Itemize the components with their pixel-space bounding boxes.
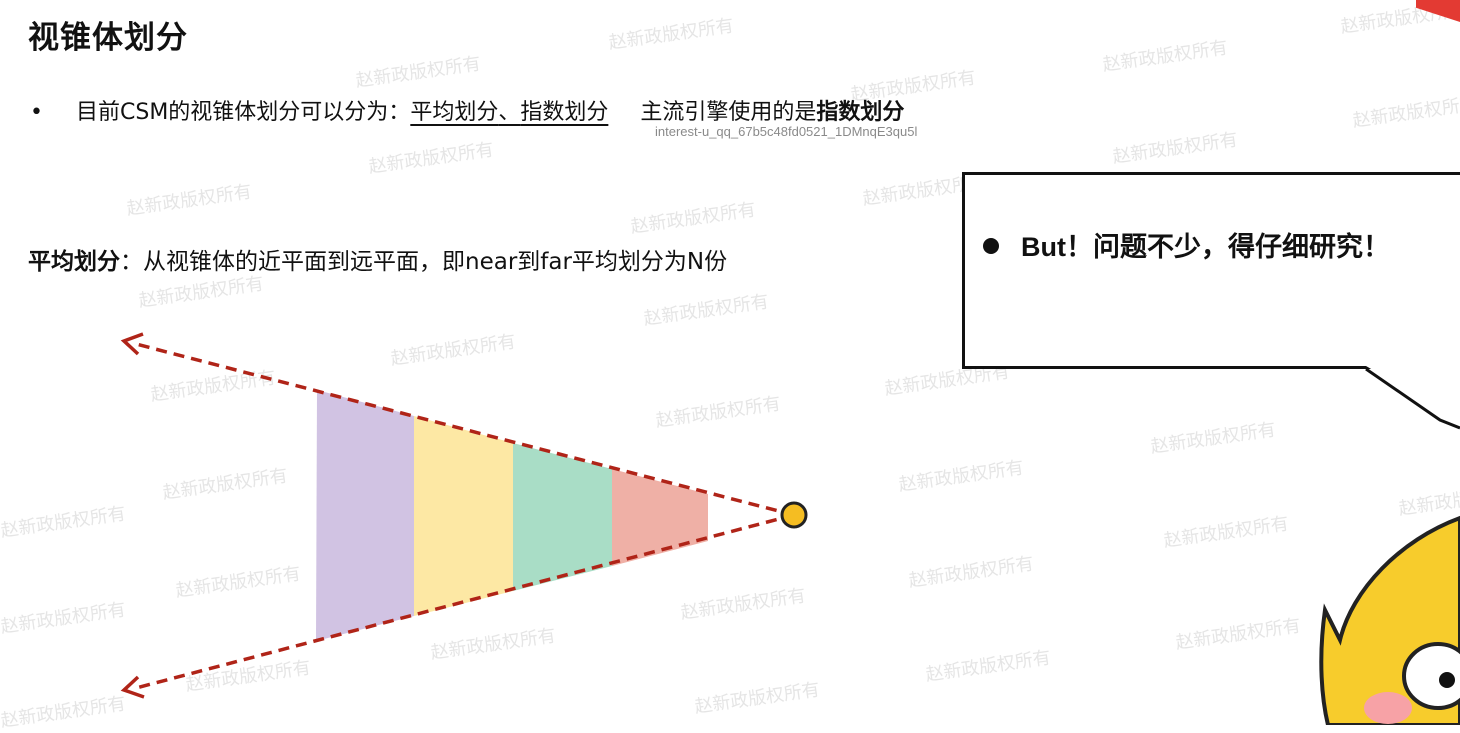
lower-arrow-head-icon xyxy=(120,675,145,699)
method-separator: 、 xyxy=(498,100,521,125)
callout-bullet-icon xyxy=(983,237,999,254)
upper-frustum-edge xyxy=(135,342,795,517)
engine-usage-text: 主流引擎使用的是 xyxy=(640,100,817,125)
method-average-text: 平均划分 xyxy=(410,100,499,125)
slide-title: 视锥体划分 xyxy=(28,20,188,56)
upper-arrow-head-icon xyxy=(120,332,144,356)
method-exponential-text: 指数划分 xyxy=(520,100,609,125)
lower-frustum-edge xyxy=(135,513,795,690)
split-region-4 xyxy=(612,469,708,566)
camera-eye-point xyxy=(780,501,808,529)
average-split-label: 平均划分 xyxy=(28,249,120,275)
average-split-text: ：从视锥体的近平面到远平面，即near到far平均划分为N份 xyxy=(120,249,728,275)
bullet-line: •目前CSM的视锥体划分可以分为：平均划分、指数划分主流引擎使用的是指数划分 xyxy=(30,94,904,126)
average-split-definition: 平均划分：从视锥体的近平面到远平面，即near到far平均划分为N份 xyxy=(28,242,727,276)
bullet-dot-icon: • xyxy=(30,100,43,125)
user-identifier: interest-u_qq_67b5c48fd0521_1DMnqE3qu5l xyxy=(655,124,918,139)
callout-text: But！问题不少，得仔细研究！ xyxy=(1021,232,1390,262)
split-region-1 xyxy=(316,390,414,641)
engine-method-text: 指数划分 xyxy=(816,100,905,125)
callout-bubble: But！问题不少，得仔细研究！ xyxy=(962,172,1460,369)
split-region-3 xyxy=(513,443,612,591)
callout-line: But！问题不少，得仔细研究！ xyxy=(983,225,1390,264)
bullet-intro-text: 目前CSM的视锥体划分可以分为： xyxy=(76,100,411,125)
split-region-2 xyxy=(414,416,513,616)
